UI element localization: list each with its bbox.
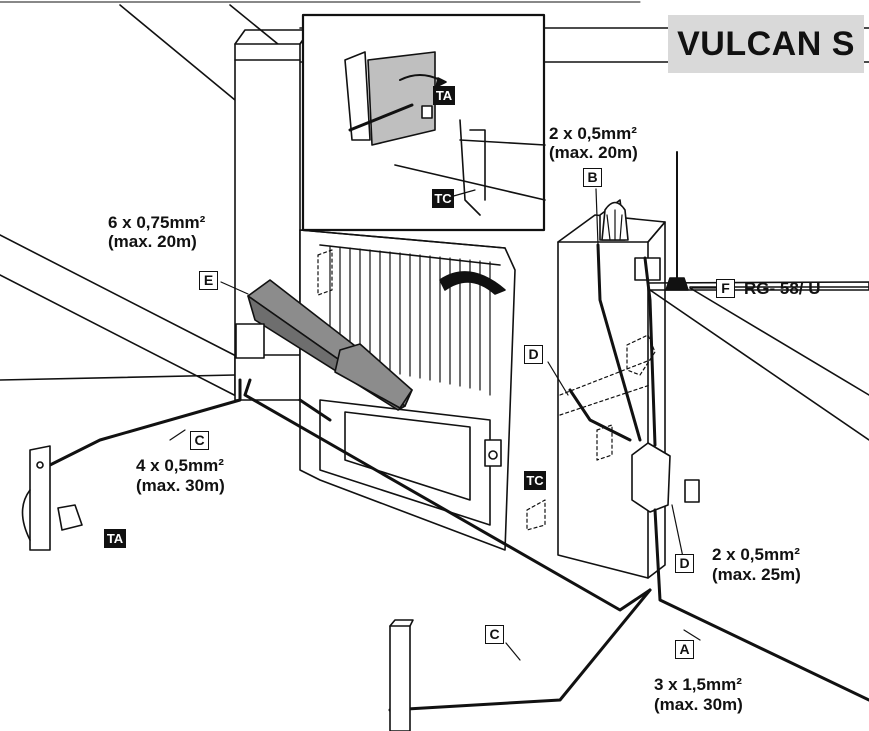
left-wall: [0, 234, 241, 399]
box-a: A: [675, 640, 694, 659]
cables: [38, 243, 869, 712]
label-a-line2: (max. 30m): [654, 695, 743, 714]
box-c-top: C: [190, 431, 209, 450]
label-c-line1: 4 x 0,5mm²: [136, 456, 224, 475]
gate-swing-arrow: [439, 271, 506, 295]
actuator: [235, 279, 413, 411]
control-unit: [631, 442, 700, 513]
box-c-bottom: C: [485, 625, 504, 644]
box-d-top: D: [524, 345, 543, 364]
leader-lines: [169, 188, 717, 661]
box-d-bottom: D: [675, 554, 694, 573]
left-post: [21, 445, 83, 551]
tag-tc-inset: TC: [432, 189, 454, 208]
box-f: F: [716, 279, 735, 298]
antenna: [665, 151, 689, 291]
bottom-post: [389, 619, 414, 731]
right-wall: [647, 281, 869, 441]
box-b: B: [583, 168, 602, 187]
label-d-line2: (max. 25m): [712, 565, 801, 584]
label-b-line1: 2 x 0,5mm²: [549, 124, 637, 143]
label-c-line2: (max. 30m): [136, 476, 225, 495]
photocell-dashes: [317, 249, 656, 531]
model-title-panel: VULCAN S: [668, 15, 864, 73]
label-a-line1: 3 x 1,5mm²: [654, 675, 742, 694]
label-e-line1: 6 x 0,75mm²: [108, 213, 206, 232]
inset-detail: [301, 13, 546, 232]
tag-tc-post: TC: [524, 471, 546, 490]
tag-ta-inset: TA: [433, 86, 455, 105]
label-e-line2: (max. 20m): [108, 232, 197, 251]
box-e: E: [199, 271, 218, 290]
model-title: VULCAN S: [677, 24, 855, 63]
label-d-line1: 2 x 0,5mm²: [712, 545, 800, 564]
label-f-line1: RG- 58/ U: [744, 279, 821, 298]
label-b-line2: (max. 20m): [549, 143, 638, 162]
flashing-lamp: [601, 201, 629, 241]
tag-ta-post: TA: [104, 529, 126, 548]
